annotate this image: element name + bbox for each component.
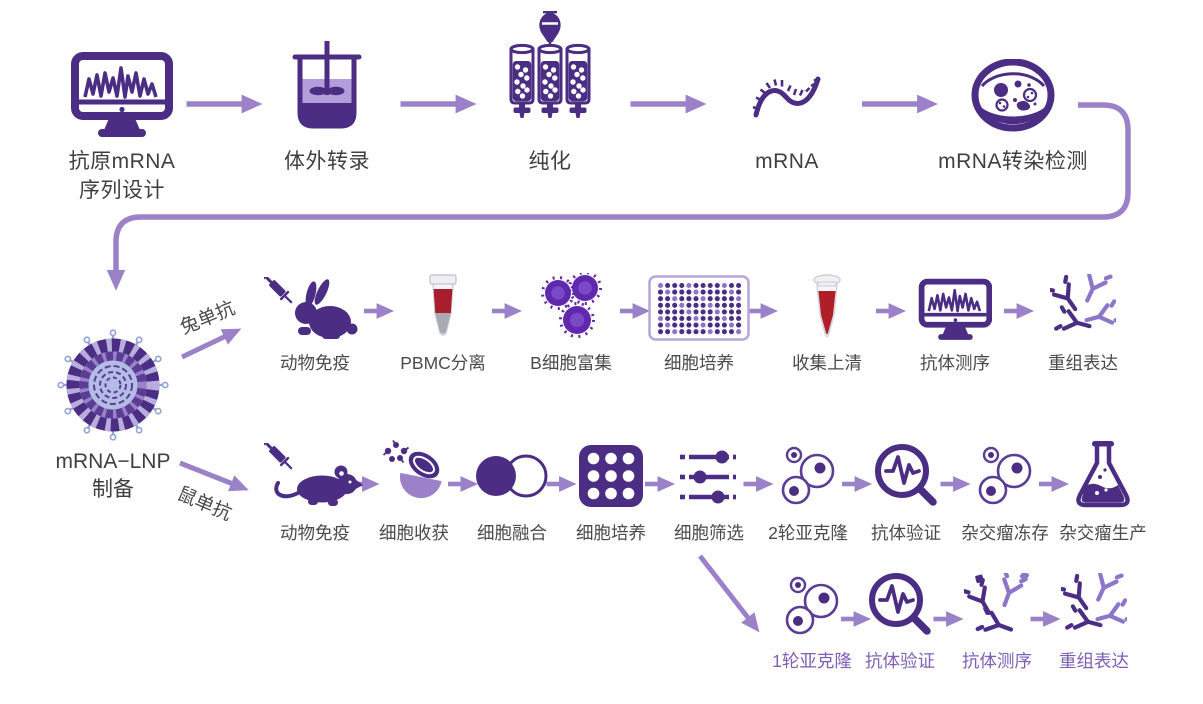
step-label: 2轮亚克隆 [768,523,848,543]
flow-step-rabbit-syringe: 动物免疫 [230,273,400,375]
rabbit-syringe-icon [230,273,400,346]
step-label: 细胞筛选 [674,523,744,543]
step-label: 1轮亚克隆 [772,651,852,671]
flow-step-validation-magnifier: 抗体验证 [821,444,991,545]
flow-step-b-cells: B细胞富集 [486,271,656,375]
flow-step-flask: 杂交瘤生产 [1018,441,1188,545]
flow-step-sequencer-monitor: 抗原mRNA 序列设计 [37,18,207,205]
flow-step-antibodies: 重组表达 [998,265,1168,375]
step-label: 抗体测序 [920,353,990,373]
subclone-cells-icon [920,444,1090,516]
cell-fusion-icon [427,444,597,516]
culture-plate-icon [526,444,696,516]
flow-step-blood-tube: PBMC分离 [358,274,528,375]
petri-dish-icon [928,18,1098,144]
stirred-beaker-icon [242,18,412,144]
lnp-particle-icon [33,327,193,445]
mrna-strand-icon [702,18,872,144]
validation-magnifier-icon [821,444,991,516]
lnp-node: mRNA−LNP 制备 [33,327,193,504]
step-label: 收集上清 [792,353,862,373]
flow-step-mrna-strand: mRNA [702,18,872,176]
purification-columns-icon [465,10,635,144]
well-plate-96-icon [614,275,784,346]
blood-tube-icon [358,274,528,346]
flow-step-culture-plate: 细胞培养 [526,444,696,545]
flow-step-screening-sliders: 细胞筛选 [624,444,794,545]
sequencer-monitor-icon [37,18,207,144]
lnp-label: mRNA−LNP 制备 [55,450,171,501]
step-label: 杂交瘤生产 [1059,523,1147,543]
supernatant-tube-icon [742,274,912,346]
step-label: PBMC分离 [400,353,486,373]
step-label: B细胞富集 [530,353,612,373]
flow-step-petri-dish: mRNA转染检测 [928,18,1098,176]
mouse-syringe-icon [230,439,400,516]
step-label: 细胞收获 [379,523,449,543]
b-cells-icon [486,271,656,346]
flow-step-tagged-antibodies: 抗体测序 [912,569,1082,673]
flow-step-cell-fusion: 细胞融合 [427,444,597,545]
sequencer-monitor-icon [870,276,1040,346]
step-label: 重组表达 [1059,651,1129,671]
flow-step-sequencer-monitor: 抗体测序 [870,276,1040,375]
subclone-cells-icon [727,576,897,642]
step-label: 细胞培养 [576,523,646,543]
flow-step-subclone-cells: 杂交瘤冻存 [920,444,1090,545]
screening-sliders-icon [624,444,794,516]
flow-step-antibodies: 重组表达 [1009,564,1179,673]
step-label: 动物免疫 [280,353,350,373]
step-label: 抗原mRNA 序列设计 [68,150,176,202]
step-label: 细胞培养 [664,353,734,373]
step-label: 体外转录 [284,150,370,173]
step-label: mRNA转染检测 [938,150,1088,173]
cell-harvest-icon [329,440,499,516]
step-label: 抗体验证 [871,523,941,543]
tagged-antibodies-icon [912,569,1082,642]
flow-step-cell-harvest: 细胞收获 [329,440,499,545]
step-label: 纯化 [528,150,572,173]
flow-step-validation-magnifier: 抗体验证 [815,573,985,673]
step-label: 动物免疫 [280,523,350,543]
flow-step-mouse-syringe: 动物免疫 [230,439,400,545]
step-label: 抗体验证 [865,651,935,671]
flow-step-supernatant-tube: 收集上清 [742,274,912,375]
step-label: mRNA [755,150,819,173]
step-label: 细胞融合 [477,523,547,543]
antibodies-icon [998,265,1168,346]
flow-step-subclone-cells: 2轮亚克隆 [723,444,893,545]
flow-step-subclone-cells: 1轮亚克隆 [727,576,897,673]
antibodies-icon [1009,564,1179,642]
flow-step-purification-columns: 纯化 [465,10,635,176]
validation-magnifier-icon [815,573,985,642]
flask-icon [1018,441,1188,516]
step-label: 杂交瘤冻存 [961,523,1049,543]
step-label: 抗体测序 [962,651,1032,671]
flow-step-stirred-beaker: 体外转录 [242,18,412,176]
step-label: 重组表达 [1048,353,1118,373]
subclone-cells-icon [723,444,893,516]
flow-step-well-plate-96: 细胞培养 [614,275,784,375]
